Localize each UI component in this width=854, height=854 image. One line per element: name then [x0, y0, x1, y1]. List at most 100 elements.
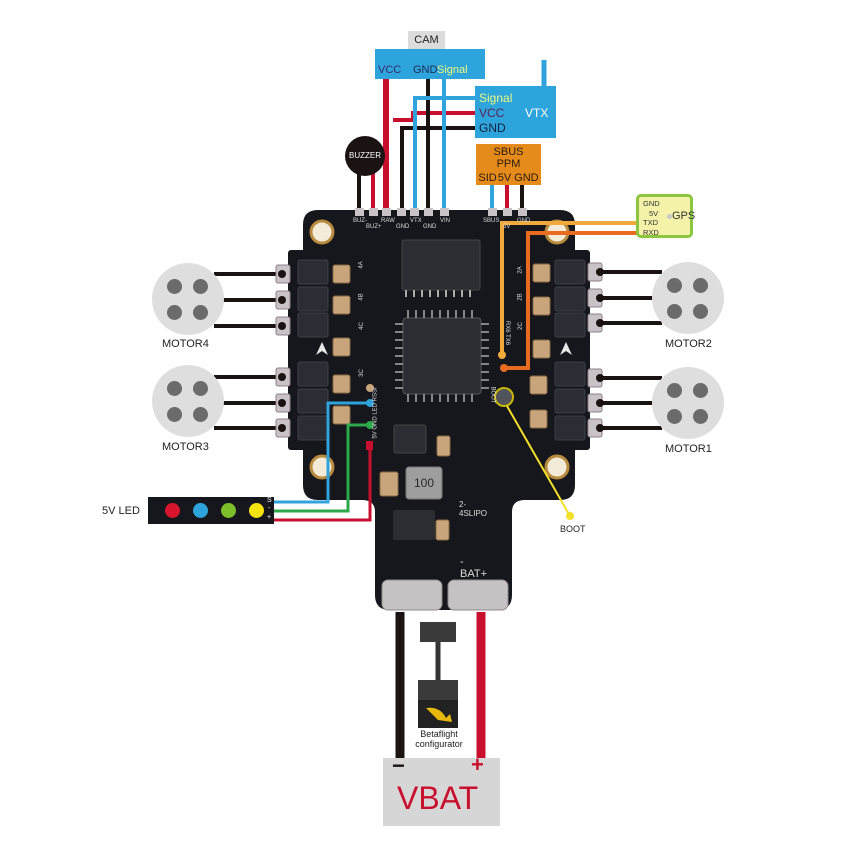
pad-label: GND	[517, 218, 531, 224]
rx-sid-label: SID	[478, 172, 497, 184]
motor-4	[152, 263, 224, 335]
lipo-label: 2-4SLIPO	[459, 500, 488, 518]
gps-title: GPS	[672, 210, 696, 222]
camera-module: VCC GND Signal	[375, 49, 485, 79]
motor-1-label: MOTOR1	[665, 443, 712, 455]
gps-pin: TXD	[643, 218, 658, 227]
rx-gnd-label: GND	[514, 172, 539, 184]
vtx-gnd-label: GND	[479, 121, 506, 135]
motor-bolt-icon	[167, 407, 182, 422]
led-green-icon	[221, 503, 236, 518]
pad-label: GND	[423, 224, 437, 230]
motor-wires	[214, 270, 662, 430]
vtx-vcc-wire	[393, 111, 475, 122]
pad-label: VIN	[440, 218, 451, 224]
pad-label: BUZ-	[353, 218, 367, 224]
cam-vcc-label: VCC	[378, 64, 402, 76]
esc-label: 2C	[517, 322, 524, 330]
vbat-minus: −	[392, 753, 405, 778]
led-red-icon	[165, 503, 180, 518]
boot-pointer	[506, 405, 571, 517]
led-pin-pos: +	[267, 514, 272, 521]
motor-bolt-icon	[167, 381, 182, 396]
motor-bolt-icon	[193, 305, 208, 320]
motor-3	[152, 365, 224, 437]
esc-label: 2B	[517, 293, 524, 301]
led-pads-label: 5V GND LED RSSI	[372, 387, 379, 439]
motor-bolt-icon	[667, 383, 682, 398]
led-gnd-wire	[272, 423, 370, 513]
capacitors	[332, 263, 551, 541]
mount-hole	[309, 454, 335, 480]
motor-bolt-icon	[667, 409, 682, 424]
boot-button	[494, 387, 514, 407]
motor-2	[652, 262, 724, 334]
esc-label: 4A	[358, 261, 365, 269]
vtx-signal-wire	[413, 96, 475, 210]
motor-bolt-icon	[167, 305, 182, 320]
motor-2-label: MOTOR2	[665, 338, 712, 350]
motor-bolt-icon	[193, 381, 208, 396]
esc-mosfets	[297, 259, 586, 441]
vtx-title: VTX	[525, 106, 549, 120]
motor-bolt-icon	[693, 304, 708, 319]
betaflight-label: Betaflight configurator	[408, 729, 470, 749]
usb-connector	[420, 622, 456, 642]
pad-label: 5V	[503, 224, 511, 230]
boot-pad-label: BOOT	[489, 386, 496, 404]
rx-sbus-label: SBUS	[493, 146, 524, 158]
betaflight-line2: configurator	[415, 739, 463, 749]
pad-label: VTX	[410, 218, 422, 224]
esc-label: 4C	[358, 322, 365, 330]
led-pin-neg: -	[268, 505, 271, 512]
motor-bolt-icon	[667, 278, 682, 293]
esc-label: 3C	[358, 369, 365, 377]
cam-signal-label: Signal	[437, 64, 468, 76]
motor-bolt-icon	[693, 383, 708, 398]
led-blue-icon	[193, 503, 208, 518]
motor-1	[652, 367, 724, 439]
esc-label: 2A	[517, 266, 524, 274]
buzzer: BUZZER	[345, 136, 385, 176]
inductor	[405, 466, 443, 500]
pad-label: GND	[396, 224, 410, 230]
bat-label: -BAT+	[460, 556, 488, 580]
cam-title-box: CAM	[408, 31, 445, 49]
osd-chip	[401, 239, 481, 291]
cam-gnd-label: GND	[413, 64, 438, 76]
flight-controller-board	[275, 208, 604, 611]
rx-ppm-label: PPM	[496, 158, 521, 170]
bat-neg-pad	[381, 579, 443, 611]
boot-callout-label: BOOT	[560, 524, 586, 534]
vtx-gnd-wire	[400, 126, 475, 210]
gps-pin: 5V	[649, 208, 659, 218]
led-5v-wire	[272, 445, 372, 522]
mount-hole	[544, 454, 570, 480]
led-strip-label: 5V LED	[102, 505, 140, 517]
bat-pos-pad	[447, 579, 509, 611]
motor-bolt-icon	[667, 304, 682, 319]
vtx-signal-label: Signal	[479, 91, 513, 105]
led-yellow-icon	[249, 503, 264, 518]
pad-label: BUZ+	[366, 224, 382, 230]
rx-5v-label: 5V	[497, 172, 512, 184]
betaflight-line1: Betaflight	[420, 729, 458, 739]
top-solder-pads	[355, 208, 527, 216]
mount-hole	[309, 219, 335, 245]
usb-plug	[418, 680, 458, 700]
gps-indicator-icon	[667, 214, 672, 219]
vbat-label: VBAT	[397, 780, 479, 816]
gps-rx-wire	[504, 231, 640, 370]
buzzer-label: BUZZER	[349, 151, 381, 160]
gyro-chip	[393, 424, 427, 454]
esc-label: 4B	[358, 293, 365, 301]
motor-bolt-icon	[693, 409, 708, 424]
uart-label: RX6 TX6	[504, 320, 511, 346]
led-signal-wire	[272, 401, 370, 504]
receiver-module: SBUS PPM SID 5V GND	[476, 144, 541, 185]
gps-tx-wire	[500, 221, 640, 355]
gps-pin: GND	[643, 199, 660, 208]
inductor-label: 100	[414, 476, 435, 490]
vbat-plus: +	[471, 752, 484, 777]
